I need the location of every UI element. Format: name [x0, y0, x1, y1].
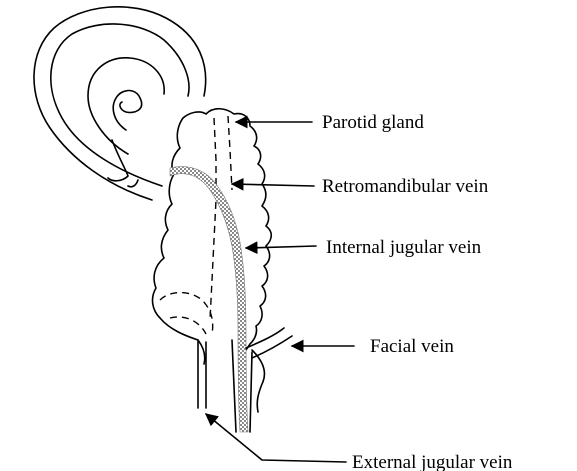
internal-jugular-vein-arrow [246, 246, 316, 248]
leader-arrows [206, 122, 354, 462]
retromandibular-vein-arrow [232, 184, 314, 186]
internal-jugular-vein [170, 167, 248, 432]
parotid-gland-outline [153, 109, 272, 364]
label-facial-vein: Facial vein [370, 336, 454, 357]
label-parotid-gland: Parotid gland [322, 112, 424, 133]
label-retromandibular-vein: Retromandibular vein [322, 176, 489, 197]
external-jugular-vein-arrow [206, 414, 346, 462]
label-internal-jugular-vein: Internal jugular vein [326, 237, 482, 258]
label-external-jugular-vein: External jugular vein [352, 452, 513, 471]
